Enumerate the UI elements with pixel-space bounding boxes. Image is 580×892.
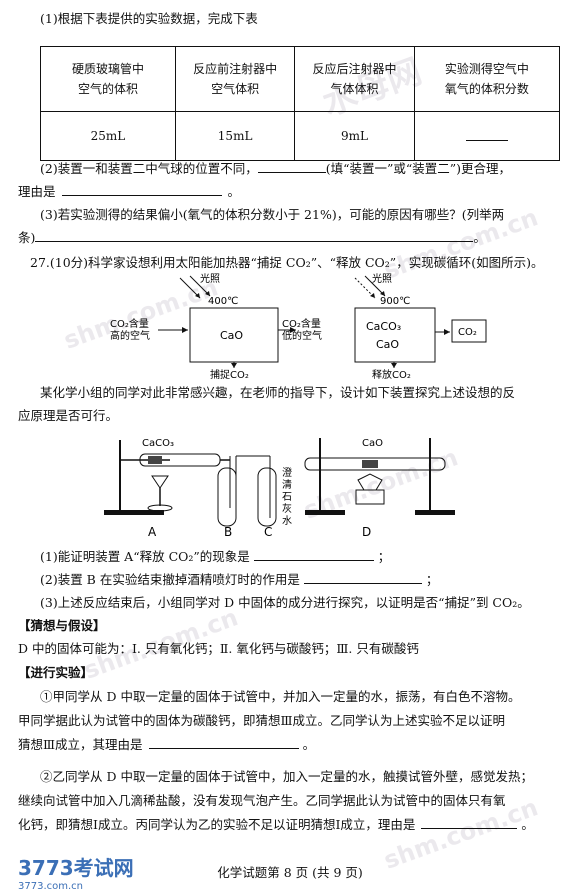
answer-blank[interactable]	[257, 160, 326, 173]
label-a: A	[148, 525, 157, 539]
table-cell: 25mL	[40, 111, 176, 161]
answer-blank[interactable]	[303, 571, 422, 584]
table-header: 反应前注射器中空气体积	[174, 46, 296, 112]
limewater-char: 澄	[282, 466, 292, 479]
reaction-tube-d	[304, 457, 446, 471]
exp-p1-line3: 猜想Ⅲ成立，其理由是。	[18, 736, 316, 752]
table-header: 反应后注射器中气体体积	[294, 46, 415, 112]
capture-label: 捕捉CO₂	[210, 368, 249, 380]
light-arrow	[354, 277, 376, 299]
experiment-table: 硬质玻璃管中空气的体积 反应前注射器中空气体积 反应后注射器中气体体积 实验测得…	[40, 46, 561, 161]
s3-line: (3)上述反应结束后，小组同学对 D 中固体的成分进行探究，以证明是否“捕捉”到…	[40, 595, 530, 610]
exp-p2-line2: 继续向试管中加入几滴稀盐酸，没有发现气泡产生。乙同学据此认为试管中的固体只有氧	[18, 793, 506, 808]
s1-line: (1)能证明装置 A“释放 CO₂”的现象是；	[40, 548, 391, 564]
co2-box	[451, 319, 487, 343]
light-arrow	[179, 277, 201, 299]
site-url: 3773.com.cn	[18, 881, 83, 892]
label-b: B	[224, 525, 232, 539]
answer-blank[interactable]	[421, 816, 518, 829]
hypothesis-heading: 【猜想与假设】	[18, 618, 106, 633]
carbon-cycle-diagram: 光照 400℃ CaO CO₂含量 高的空气 CO₂含量 低的空气 捕捉CO₂ …	[110, 272, 487, 380]
output-label: 低的空气	[282, 329, 322, 342]
test-tube-b	[217, 467, 237, 527]
test-tube-c	[257, 467, 277, 527]
light-label: 光照	[372, 272, 392, 285]
cao-label: CaO	[376, 338, 399, 351]
label-c: C	[264, 525, 272, 539]
q1-intro: (1)根据下表提供的实验数据，完成下表	[40, 11, 258, 26]
caco3-label: CaCO₃	[366, 320, 401, 333]
heater	[357, 473, 383, 491]
exp-p2-line3: 化钙，即猜想Ⅰ成立。丙同学认为乙的实验不足以证明猜想Ⅰ成立，理由是。	[18, 816, 534, 832]
table-header: 实验测得空气中氧气的体积分数	[413, 46, 561, 112]
answer-blank-cell[interactable]	[413, 111, 561, 161]
light-arrow	[189, 275, 211, 297]
light-label: 光照	[200, 272, 220, 285]
answer-blank[interactable]	[253, 548, 374, 561]
experiment-heading: 【进行实验】	[18, 665, 94, 680]
cao-label: CaO	[220, 329, 243, 342]
exp-p1-line1: ①甲同学从 D 中取一定量的固体于试管中，并加入一定量的水，振荡，有白色不溶物。	[40, 689, 521, 704]
limewater-char: 灰	[282, 502, 292, 515]
release-label: 释放CO₂	[372, 368, 411, 380]
s2-line: (2)装置 B 在实验结束撤掉酒精喷灯时的作用是；	[40, 571, 439, 587]
table-header: 硬质玻璃管中空气的体积	[40, 46, 176, 112]
q3-line2: 条)。	[18, 229, 486, 245]
co2-label: CO₂	[458, 327, 477, 338]
limewater-char: 石	[282, 492, 292, 503]
limewater-char: 水	[282, 515, 292, 527]
answer-blank[interactable]	[148, 736, 299, 749]
exp-p2-line1: ②乙同学从 D 中取一定量的固体于试管中，加入一定量的水，触摸试管外壁，感觉发热…	[40, 769, 533, 784]
para1-line2: 应原理是否可行。	[18, 408, 119, 423]
table-cell: 9mL	[294, 111, 415, 161]
caco3-label: CaCO₃	[142, 438, 174, 449]
page-footer: 化学试题第 8 页 (共 9 页)	[217, 865, 363, 880]
hypothesis-text: D 中的固体可能为：Ⅰ. 只有氧化钙；Ⅱ. 氧化钙与碳酸钙；Ⅲ. 只有碳酸钙	[18, 641, 419, 656]
exp-p1-line2: 甲同学据此认为试管中的固体为碳酸钙，即猜想Ⅲ成立。乙同学认为上述实验不足以证明	[18, 713, 506, 728]
q2-line2: 理由是。	[18, 183, 241, 199]
table-cell: 15mL	[174, 111, 296, 161]
output-label: CO₂含量	[282, 317, 321, 330]
label-d: D	[362, 525, 371, 539]
limewater-char: 清	[282, 478, 292, 491]
light-arrow	[364, 275, 386, 297]
apparatus-diagram: CaCO₃ A B C 澄 清 石 灰 水 CaO D	[104, 438, 455, 539]
temp-label: 400℃	[208, 296, 238, 307]
input-label: 高的空气	[110, 329, 150, 342]
q2-line1: (2)装置一和装置二中气球的位置不同，(填“装置一”或“装置二”)更合理，	[40, 160, 512, 176]
input-label: CO₂含量	[110, 317, 149, 330]
para1-line1: 某化学小组的同学对此非常感兴趣，在老师的指导下，设计如下装置探究上述设想的反	[40, 385, 516, 400]
cao-label: CaO	[362, 438, 383, 449]
q3-line1: (3)若实验测得的结果偏小(氧气的体积分数小于 21%)，可能的原因有哪些？(列…	[40, 207, 505, 222]
answer-blank[interactable]	[35, 229, 474, 242]
q27-intro: 27.(10分)科学家设想利用太阳能加热器“捕捉 CO₂”、“释放 CO₂”，实…	[30, 255, 544, 270]
answer-blank[interactable]	[61, 183, 222, 196]
temp-label: 900℃	[380, 296, 410, 307]
caco3-cao-box	[354, 307, 436, 363]
